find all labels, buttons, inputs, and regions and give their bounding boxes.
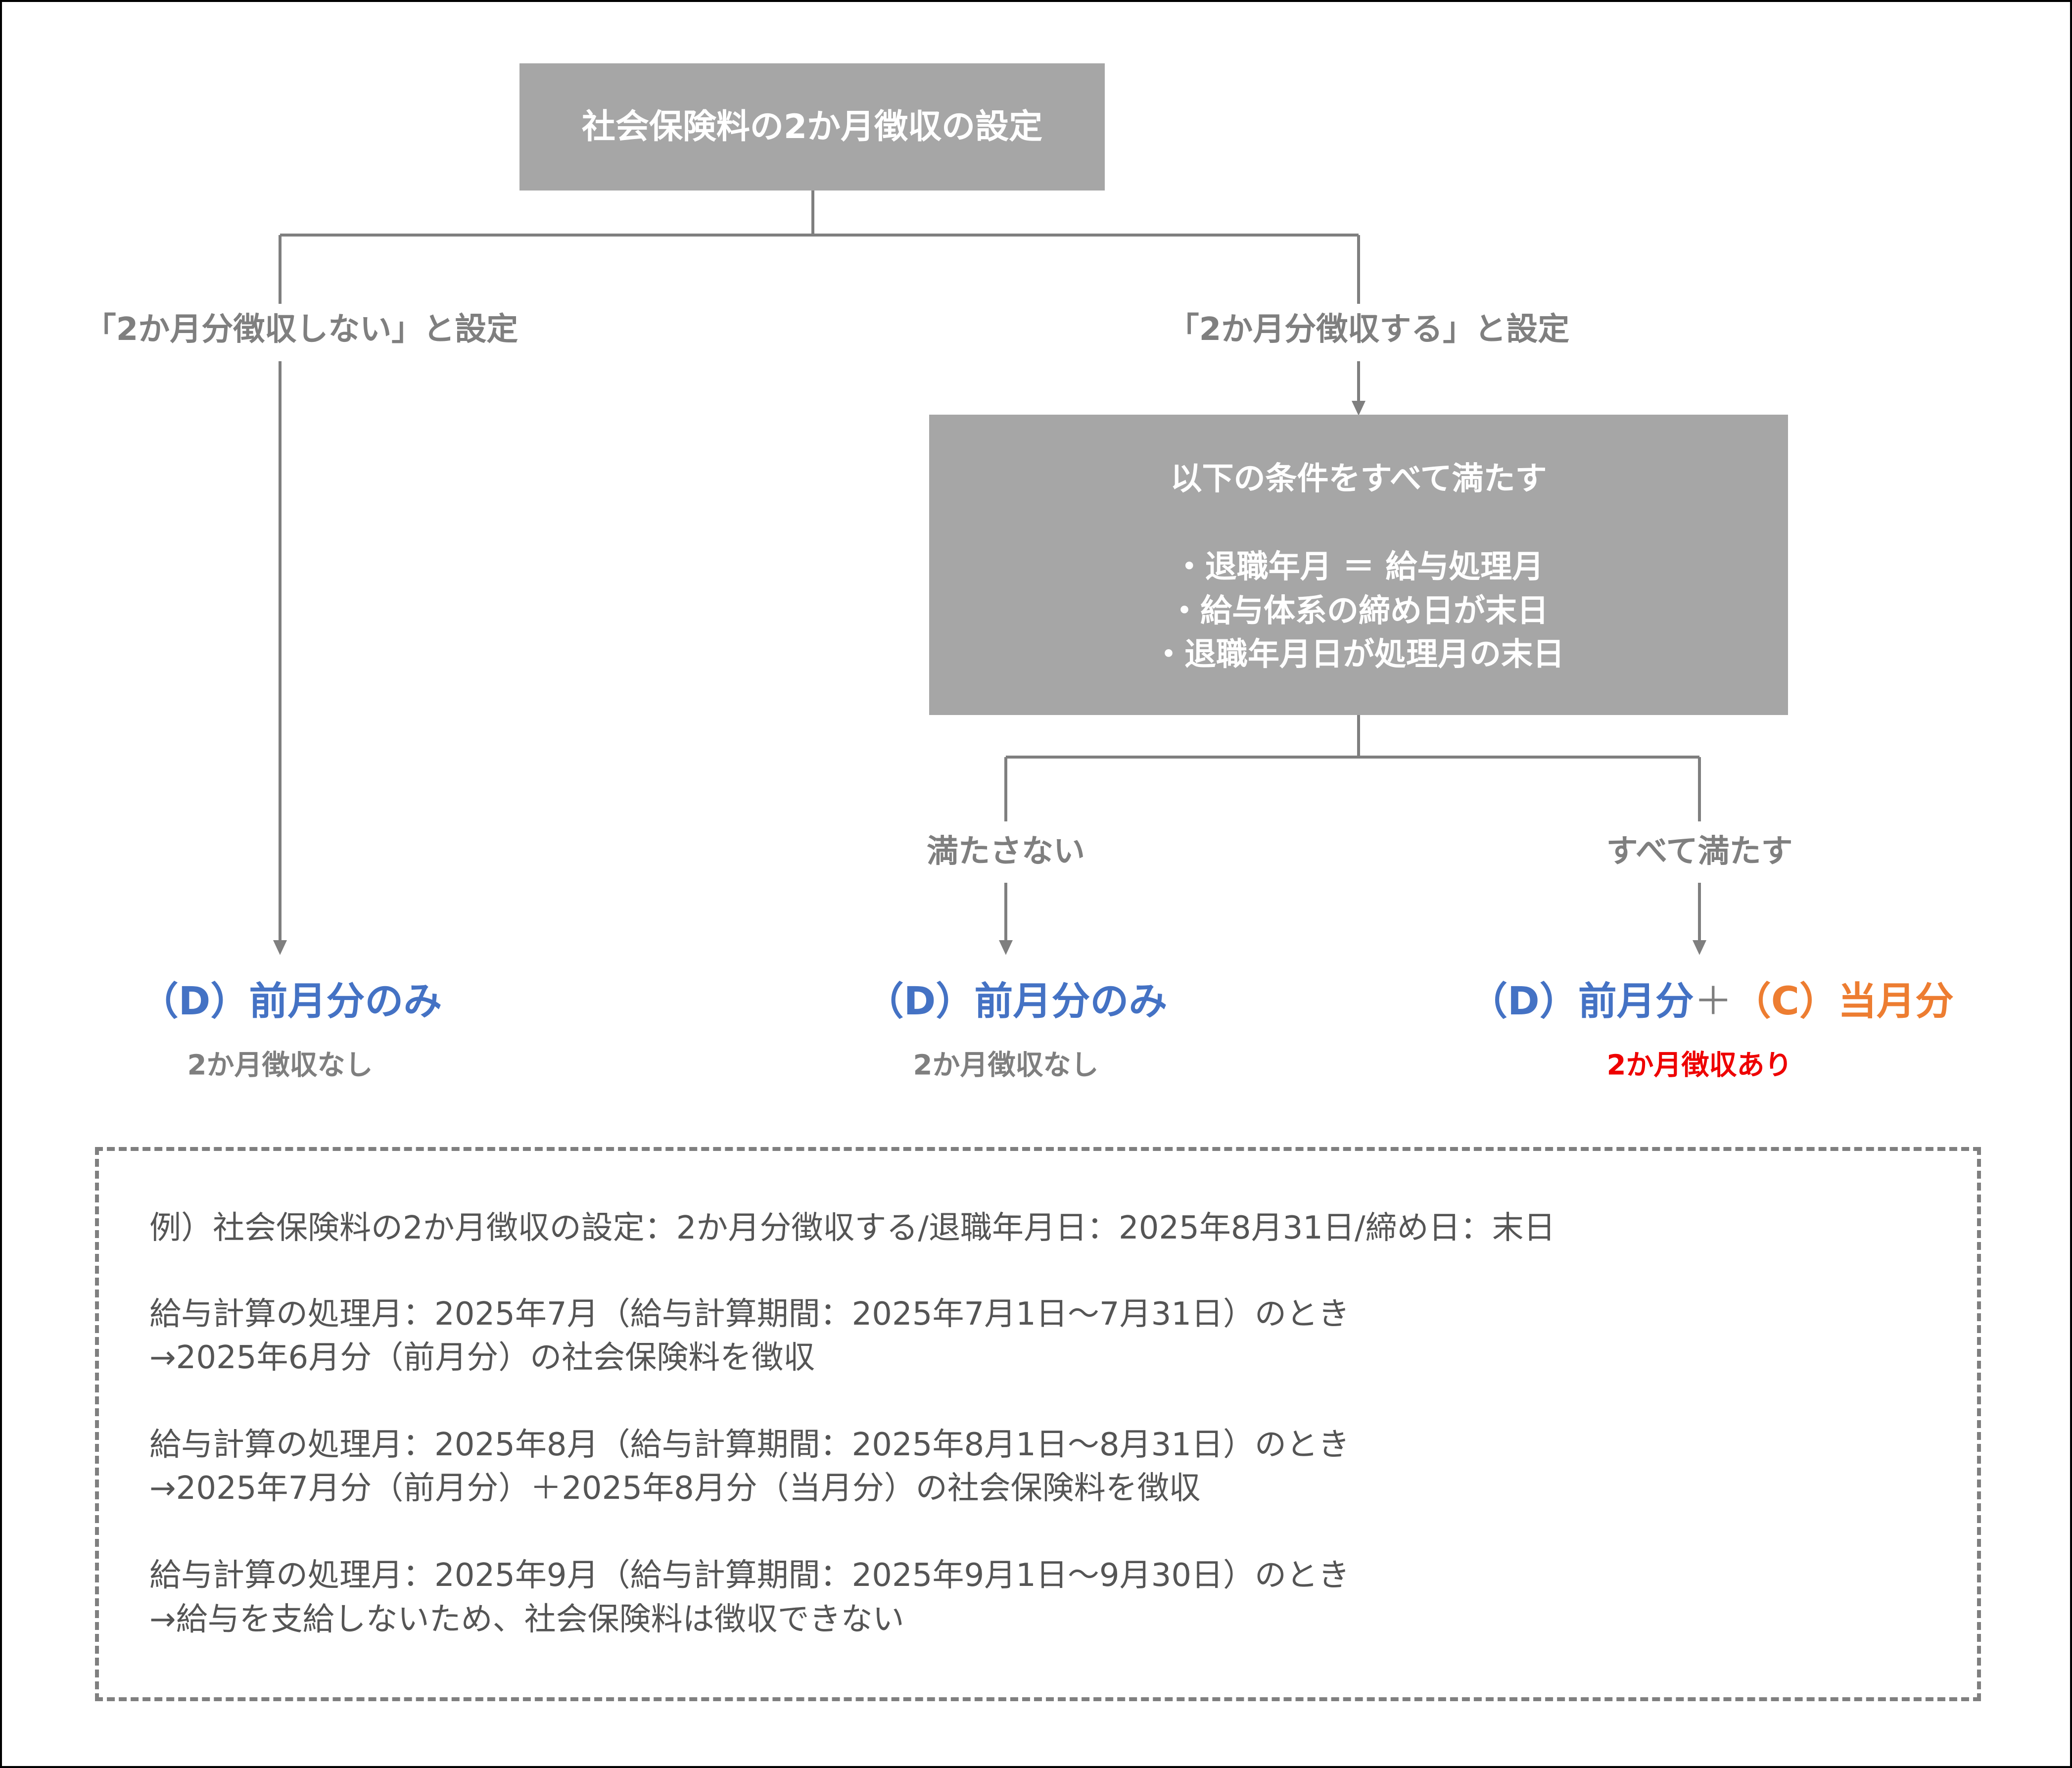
condition-item: ・給与体系の締め日が末日 — [1169, 593, 1549, 629]
example-line: 例）社会保険料の2か月徴収の設定：2か月分徴収する/退職年月日：2025年8月3… — [149, 1210, 1555, 1246]
example-line: 給与計算の処理月：2025年9月（給与計算期間：2025年9月1日〜9月30日）… — [149, 1557, 1350, 1594]
result-previous-plus-current: （D）前月分＋（C）当月分 — [1469, 970, 1954, 1026]
condition-title: 以下の条件をすべて満たす — [1170, 461, 1547, 497]
example-line: →給与を支給しないため、社会保険料は徴収できない — [149, 1601, 904, 1638]
not-met-label: 満たさない — [922, 826, 1090, 871]
result-note: 2か月徴収なし — [187, 1049, 373, 1082]
branch-label-no-2month: 「2か月分徴収しない」と設定 — [79, 304, 523, 349]
setting-box: 社会保険料の2か月徴収の設定 — [519, 63, 1105, 191]
condition-connector — [1004, 715, 1701, 821]
arrowhead-not-met — [999, 940, 1013, 955]
top-connector — [280, 191, 1359, 237]
arrowhead-right-top — [1352, 401, 1366, 416]
condition-box: 以下の条件をすべて満たす ・退職年月 ＝ 給与処理月 ・給与体系の締め日が末日 … — [929, 415, 1788, 715]
result-current-part: （C）当月分 — [1732, 979, 1954, 1024]
all-met-label: すべて満たす — [1601, 826, 1798, 871]
result-note-2month: 2か月徴収あり — [1606, 1049, 1792, 1082]
result-note: 2か月徴収なし — [913, 1049, 1099, 1082]
condition-item: ・退職年月日が処理月の末日 — [1153, 636, 1564, 673]
result-previous-month-only: （D）前月分のみ — [865, 979, 1168, 1024]
example-line: 給与計算の処理月：2025年8月（給与計算期間：2025年8月1日〜8月31日）… — [149, 1427, 1350, 1463]
example-line: →2025年6月分（前月分）の社会保険料を徴収 — [149, 1339, 815, 1376]
setting-box-title: 社会保険料の2か月徴収の設定 — [581, 107, 1043, 146]
result-previous-month-only: （D）前月分のみ — [140, 979, 442, 1024]
arrowhead-all-met — [1693, 940, 1706, 955]
example-line: 給与計算の処理月：2025年7月（給与計算期間：2025年7月1日〜7月31日）… — [149, 1296, 1350, 1333]
plus-sign: ＋ — [1694, 979, 1733, 1024]
example-line: →2025年7月分（前月分）＋2025年8月分（当月分）の社会保険料を徴収 — [149, 1470, 1201, 1507]
condition-item: ・退職年月 ＝ 給与処理月 — [1173, 549, 1544, 585]
result-previous-part: （D）前月分 — [1468, 979, 1694, 1024]
arrowhead-left — [273, 940, 287, 955]
example-box — [95, 1147, 1981, 1701]
branch-label-2month: 「2か月分徴収する」と設定 — [1162, 304, 1575, 349]
